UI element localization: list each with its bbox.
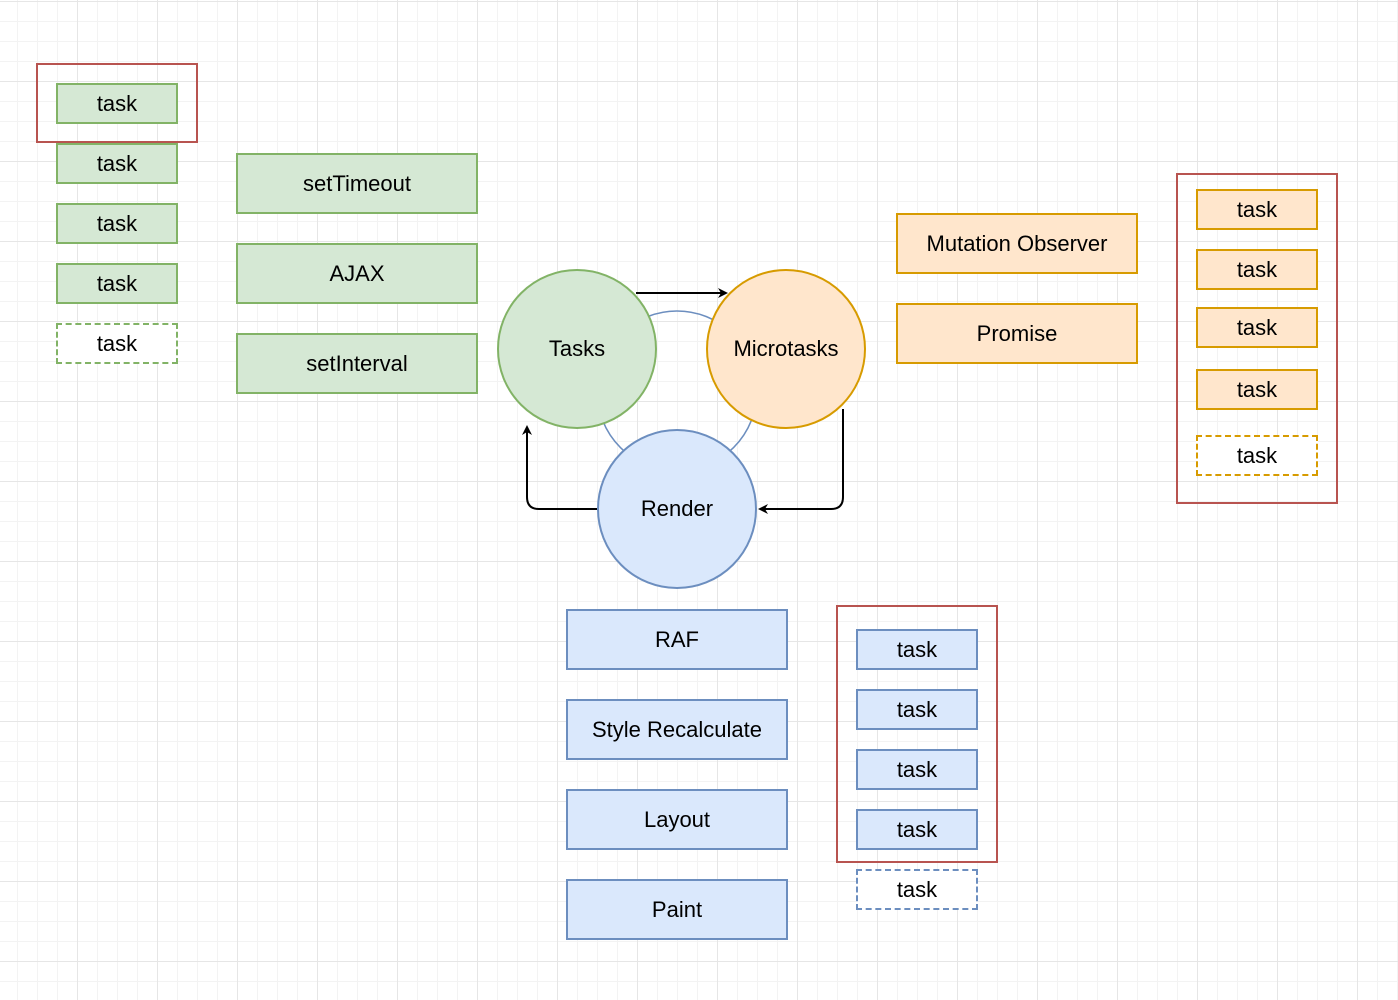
task-queue-item: task <box>56 143 178 184</box>
current-task-highlight <box>36 63 198 143</box>
task-queue-item: task <box>56 203 178 244</box>
microtask-source-mutation-observer: Mutation Observer <box>896 213 1138 274</box>
task-source-ajax: AJAX <box>236 243 478 304</box>
render-step-paint: Paint <box>566 879 788 940</box>
tasks-circle-label: Tasks <box>548 336 606 361</box>
task-source-settimeout: setTimeout <box>236 153 478 214</box>
microtask-queue-item: task <box>1196 369 1318 410</box>
task-source-setinterval: setInterval <box>236 333 478 394</box>
microtask-queue-item: task <box>1196 249 1318 290</box>
microtask-queue-item-pending: task <box>1196 435 1318 476</box>
microtask-queue-item: task <box>1196 189 1318 230</box>
render-queue-item-pending: task <box>856 869 978 910</box>
microtasks-circle: Microtasks <box>706 269 866 429</box>
microtask-source-promise: Promise <box>896 303 1138 364</box>
render-step-style-recalculate: Style Recalculate <box>566 699 788 760</box>
task-queue-item-pending: task <box>56 323 178 364</box>
render-circle-label: Render <box>640 496 714 521</box>
microtask-queue-item: task <box>1196 307 1318 348</box>
render-queue-item: task <box>856 809 978 850</box>
render-queue-frame <box>836 605 998 863</box>
tasks-circle: Tasks <box>497 269 657 429</box>
task-queue-item: task <box>56 83 178 124</box>
render-queue-item: task <box>856 629 978 670</box>
render-queue-item: task <box>856 689 978 730</box>
arrow-microtasks-to-render <box>758 409 844 514</box>
render-step-layout: Layout <box>566 789 788 850</box>
render-queue-item: task <box>856 749 978 790</box>
render-step-raf: RAF <box>566 609 788 670</box>
microtask-queue-frame <box>1176 173 1338 504</box>
render-circle: Render <box>597 429 757 589</box>
task-queue-item: task <box>56 263 178 304</box>
microtasks-circle-label: Microtasks <box>733 336 839 361</box>
arrow-render-to-tasks <box>522 425 597 510</box>
